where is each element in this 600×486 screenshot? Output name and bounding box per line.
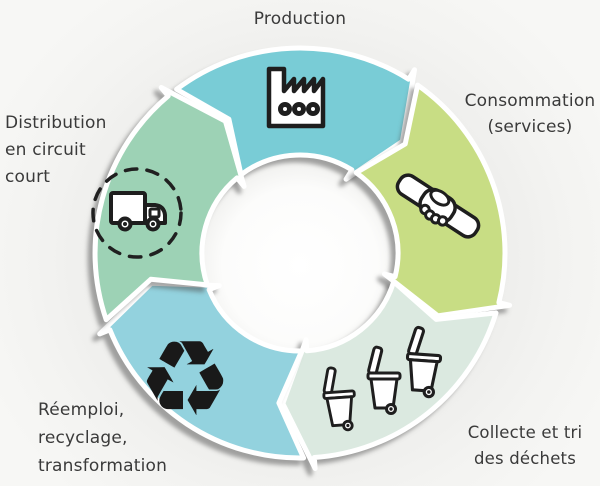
label-consommation: Consommation (services) bbox=[464, 91, 596, 137]
label-collecte-tri: Collecte et tri des déchets bbox=[467, 423, 583, 468]
segment-distribution bbox=[92, 85, 247, 323]
waste-bins-icon bbox=[322, 325, 443, 432]
label-production: Production bbox=[253, 9, 347, 29]
waste-bin-icon bbox=[366, 345, 402, 415]
dashed-circle bbox=[91, 167, 183, 259]
factory-icon bbox=[266, 66, 326, 129]
waste-bin-icon bbox=[405, 325, 443, 399]
handshake-icon bbox=[395, 173, 481, 239]
cycle-center bbox=[199, 152, 401, 354]
label-distribution: Distribution en circuit court bbox=[5, 113, 107, 187]
recycle-icon: ♻ bbox=[138, 318, 232, 440]
delivery-truck-icon bbox=[91, 167, 183, 259]
waste-bin-icon bbox=[322, 366, 356, 432]
label-reemploi-recyclage: Réemploi, recyclage, transformation bbox=[38, 400, 168, 476]
segment-reemploi bbox=[97, 280, 307, 461]
